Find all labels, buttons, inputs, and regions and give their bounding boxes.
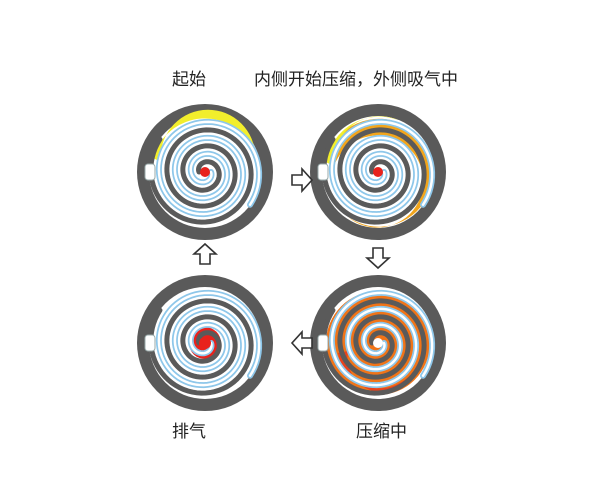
compress-pocket-red: [338, 351, 418, 393]
fixed-scroll: [148, 127, 254, 225]
orbiting-scroll: [330, 120, 434, 216]
scroll-wrap: [148, 289, 263, 396]
orbiting-scroll: [330, 291, 434, 387]
scroll-stage-intake: [310, 104, 446, 240]
inlet-port: [317, 334, 329, 352]
center-discharge: [200, 167, 210, 177]
label-compressing: 压缩中: [356, 422, 407, 442]
fixed-scroll: [321, 127, 427, 225]
center-discharge: [373, 167, 383, 177]
label-exhaust: 排气: [172, 422, 206, 442]
arrow-down: [364, 247, 392, 270]
scroll-stage-compressing: [310, 275, 446, 411]
center-discharge: [199, 337, 211, 349]
orbiting-scroll: [157, 291, 261, 387]
arrow-up: [191, 242, 219, 265]
scroll-stage-start: [137, 104, 273, 240]
fixed-scroll: [148, 298, 254, 396]
label-inner-compress-outer-intake: 内侧开始压缩，外侧吸气中: [254, 70, 458, 90]
intake-pocket-yellow: [153, 109, 255, 162]
scroll-wrap: [148, 118, 263, 225]
inlet-port: [144, 334, 156, 352]
label-start: 起始: [172, 70, 206, 90]
scroll-wrap: [321, 289, 436, 396]
inlet-port: [144, 163, 156, 181]
scroll-stage-exhaust: [137, 275, 273, 411]
inlet-port: [317, 163, 329, 181]
arrow-right: [291, 166, 314, 194]
orbiting-scroll: [157, 120, 261, 216]
fixed-scroll: [321, 298, 427, 396]
center-discharge: [373, 338, 383, 348]
scroll-wrap: [321, 118, 436, 225]
arrow-left: [290, 329, 313, 357]
